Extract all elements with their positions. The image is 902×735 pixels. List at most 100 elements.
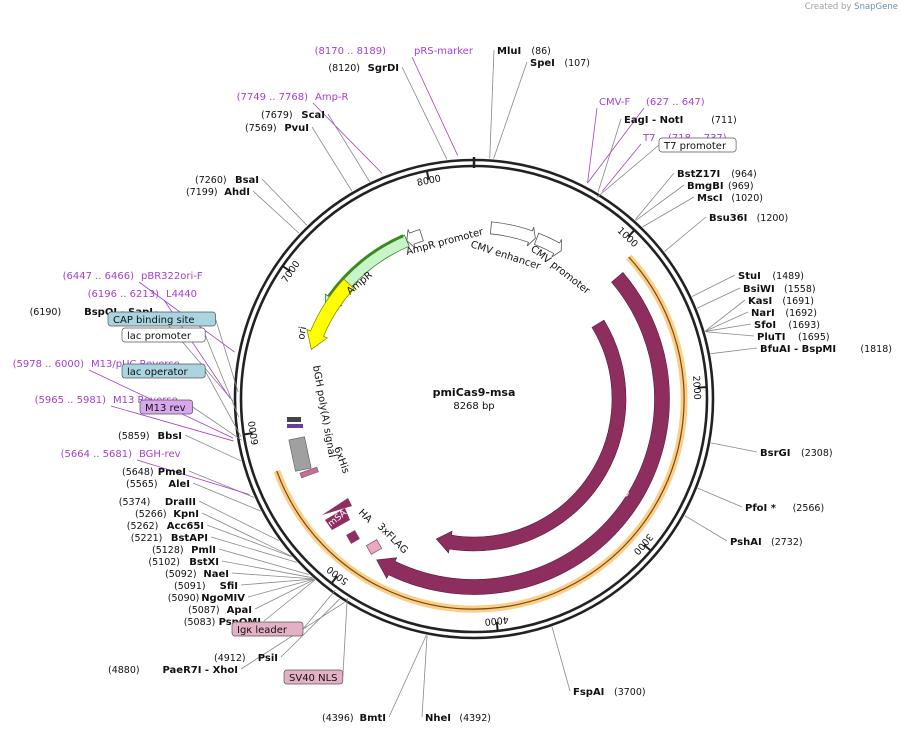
enzyme-acc65i: Acc65I bbox=[167, 521, 204, 532]
leader-apai bbox=[254, 579, 315, 610]
leader-bmti bbox=[388, 635, 427, 718]
enzyme-bbsi: BbsI bbox=[158, 431, 182, 442]
primer-leader-m13-reverse bbox=[110, 405, 234, 442]
primer-cmv-f: CMV-F bbox=[599, 97, 630, 108]
tick-mark-7000 bbox=[282, 265, 291, 273]
ha-block[interactable] bbox=[346, 530, 360, 544]
feature-leader-sv40-nls bbox=[342, 598, 348, 678]
label-group: MluI(86)SpeI(107)EagI - NotI(711)BstZ17I… bbox=[13, 46, 892, 724]
tick-label-7000: 7000 bbox=[280, 259, 303, 285]
tick-mark-1000 bbox=[627, 229, 636, 238]
leader-sfii bbox=[240, 578, 314, 586]
feature-label-lac-operator: lac operator bbox=[127, 367, 188, 378]
ori-arrow[interactable] bbox=[306, 278, 355, 351]
enzyme-pos-bsu36i: (1200) bbox=[757, 213, 789, 224]
enzyme-pos-paer7i: (4880) bbox=[108, 665, 140, 676]
leader-sfoi bbox=[705, 323, 752, 332]
enzyme-pos-bstxi: (5102) bbox=[148, 557, 180, 568]
3xflag-block[interactable] bbox=[365, 539, 383, 555]
msa-block[interactable] bbox=[325, 508, 350, 530]
enzyme-pos-pfoi-: (2566) bbox=[793, 503, 825, 514]
enzyme-pos-bbsi: (5859) bbox=[118, 431, 150, 442]
primer-t7: T7 bbox=[642, 133, 655, 144]
enzyme-pos-psii: (4912) bbox=[214, 653, 246, 664]
ori-label: ori bbox=[296, 326, 309, 341]
enzyme-pos-nhei: (4392) bbox=[459, 713, 491, 724]
enzyme-bfuai: BfuAI - BspMI bbox=[760, 344, 836, 355]
feature-box-ig-leader[interactable] bbox=[231, 621, 304, 637]
enzyme-pos-alei: (5565) bbox=[126, 479, 158, 490]
leader-pspomi bbox=[263, 579, 316, 622]
feature-box-t7-promoter[interactable] bbox=[658, 137, 737, 153]
enzyme-ngomiv: NgoMIV bbox=[201, 593, 245, 604]
cas9-inner-arrow[interactable] bbox=[435, 319, 627, 554]
leader-fspai bbox=[551, 626, 571, 692]
snapgene-credit: Created by SnapGene bbox=[804, 2, 898, 12]
leader-bstz17i bbox=[634, 172, 675, 221]
enzyme-pos-spei: (107) bbox=[564, 58, 590, 69]
feature-box-cap-binding-site[interactable] bbox=[107, 311, 216, 327]
enzyme-bsrgi: BsrGI bbox=[760, 448, 790, 459]
feature-box-sv40-nls[interactable] bbox=[283, 669, 344, 685]
enzyme-scai: ScaI bbox=[301, 110, 325, 121]
feature-label-sv40-nls: SV40 NLS bbox=[289, 673, 338, 684]
enzyme-pos-stui: (1489) bbox=[772, 271, 804, 282]
feature-leader-m13-rev bbox=[192, 406, 242, 441]
primer-range-m13-puc-reverse: (5978 .. 6000) bbox=[13, 359, 85, 370]
feature-leader-lac-operator bbox=[204, 370, 242, 437]
leader-bsiwi bbox=[697, 287, 741, 309]
primer-range-prs-marker: (8170 .. 8189) bbox=[315, 46, 387, 57]
enzyme-pos-ahdi: (7199) bbox=[186, 187, 218, 198]
feature-box-lac-promoter[interactable] bbox=[121, 327, 206, 343]
enzyme-pos-ngomiv: (5090) bbox=[168, 593, 200, 604]
leader-bstapi bbox=[210, 536, 297, 563]
cmv-promoter-arrow[interactable] bbox=[533, 232, 562, 258]
leader-stui bbox=[691, 274, 736, 297]
enzyme-pos-bstz17i: (964) bbox=[731, 169, 757, 180]
primer-prs-marker: pRS-marker bbox=[414, 46, 474, 57]
enzyme-bstz17i: BstZ17I bbox=[677, 169, 720, 180]
enzyme-bstapi: BstAPI bbox=[171, 533, 208, 544]
feature-label-m13-rev: M13 rev bbox=[145, 403, 186, 414]
primer-range-m13-reverse: (5965 .. 5981) bbox=[35, 395, 107, 406]
leader-pfoi- bbox=[697, 487, 743, 508]
feature-label-cap-binding-site: CAP binding site bbox=[113, 315, 195, 326]
leader-ngomiv bbox=[247, 578, 315, 598]
leader-kasi bbox=[704, 299, 746, 332]
primer-l4440: L4440 bbox=[166, 289, 197, 300]
ampr-promoter-arrow[interactable] bbox=[406, 228, 424, 249]
primer-leader-bgh-rev bbox=[136, 459, 250, 495]
enzyme-pos-bmgbi: (969) bbox=[728, 181, 754, 192]
primer-amp-r: Amp-R bbox=[315, 92, 349, 103]
feature-label-lac-promoter: lac promoter bbox=[127, 331, 192, 342]
bgh-polya-block[interactable] bbox=[288, 436, 312, 472]
enzyme-nari: NarI bbox=[751, 308, 775, 319]
enzyme-pos-kasi: (1691) bbox=[782, 296, 814, 307]
feature-box-lac-operator[interactable] bbox=[121, 363, 206, 379]
enzyme-pos-apai: (5087) bbox=[188, 605, 220, 616]
feature-box-m13-rev[interactable] bbox=[139, 399, 194, 415]
cas9-outer-arrow[interactable] bbox=[376, 271, 670, 595]
enzyme-apai: ApaI bbox=[227, 605, 252, 616]
enzyme-pos-fspai: (3700) bbox=[614, 687, 646, 698]
enzyme-naei: NaeI bbox=[203, 569, 229, 580]
enzyme-alei: AleI bbox=[168, 479, 190, 490]
enzyme-bmti: BmtI bbox=[359, 713, 386, 724]
primer-range-cmv-f-range: (627 .. 647) bbox=[646, 97, 705, 108]
6xhis-block[interactable] bbox=[299, 466, 319, 479]
tick-label-2000: 2000 bbox=[690, 375, 702, 400]
tick-label-8000: 8000 bbox=[416, 173, 442, 189]
leader-kpni bbox=[201, 512, 292, 557]
primer-leader-amp-r bbox=[312, 102, 383, 174]
enzyme-paer7i: PaeR7I - XhoI bbox=[162, 665, 238, 676]
3xflag-label: 3xFLAG bbox=[375, 521, 410, 556]
primer-range-bgh-rev: (5664 .. 5681) bbox=[61, 449, 133, 460]
tick-mark-8000 bbox=[425, 170, 430, 180]
lac-feature-block bbox=[287, 424, 303, 428]
primer-leader-cmv-f bbox=[587, 107, 598, 184]
enzyme-pos-acc65i: (5262) bbox=[127, 521, 159, 532]
enzyme-bsu36i: Bsu36I bbox=[709, 213, 747, 224]
6xhis-label: 6xHis bbox=[331, 445, 351, 475]
cmv-enhancer-arrow[interactable] bbox=[489, 221, 536, 247]
